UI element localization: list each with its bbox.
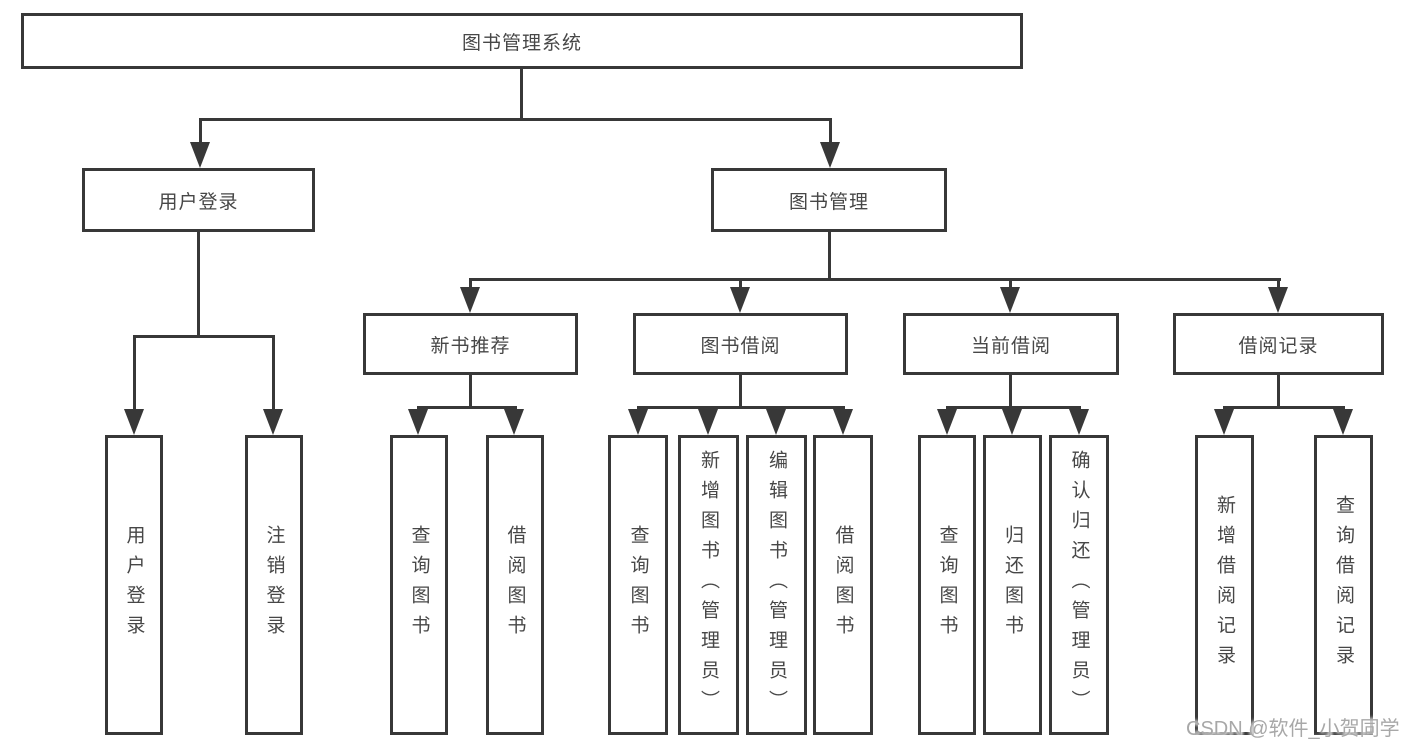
arrow-down-icon: [263, 409, 283, 435]
node-label: 当前借阅: [970, 335, 1051, 357]
connector-line: [272, 337, 275, 411]
arrow-down-icon: [766, 409, 786, 435]
arrow-down-icon: [124, 409, 144, 435]
node-book-borrow: 图书借阅: [633, 313, 848, 375]
connector-line: [739, 280, 742, 290]
arrow-down-icon: [190, 142, 210, 168]
node-user-login: 用户登录: [82, 168, 315, 232]
arrow-down-icon: [1214, 409, 1234, 435]
node-label: 图书借阅: [700, 335, 781, 357]
node-leaf-query-borrow-record: 查询借阅记录: [1314, 435, 1373, 735]
node-label: 确认归还（管理员）: [1068, 450, 1090, 720]
node-leaf-query-book-2: 查询图书: [608, 435, 668, 735]
arrow-down-icon: [937, 409, 957, 435]
connector-line: [1223, 406, 1345, 409]
connector-line: [469, 278, 1281, 281]
connector-line: [417, 406, 517, 409]
node-label: 借阅图书: [832, 525, 854, 645]
node-label: 编辑图书（管理员）: [766, 450, 787, 720]
node-label: 用户登录: [158, 191, 239, 213]
connector-line: [199, 118, 832, 121]
node-label: 新增借阅记录: [1214, 495, 1235, 675]
arrow-down-icon: [1002, 409, 1022, 435]
connector-line: [133, 335, 275, 338]
connector-line: [199, 120, 202, 146]
arrow-down-icon: [833, 409, 853, 435]
node-label: 用户登录: [123, 525, 145, 645]
node-borrow-records: 借阅记录: [1173, 313, 1384, 375]
arrow-down-icon: [1333, 409, 1353, 435]
node-leaf-user-login: 用户登录: [105, 435, 163, 735]
node-label: 查询图书: [408, 525, 430, 645]
connector-line: [946, 406, 1081, 409]
node-leaf-borrow-book-1: 借阅图书: [486, 435, 544, 735]
node-leaf-add-borrow-record: 新增借阅记录: [1195, 435, 1254, 735]
node-label: 查询借阅记录: [1333, 495, 1354, 675]
connector-line: [133, 337, 136, 411]
connector-line: [739, 375, 742, 409]
connector-line: [1277, 375, 1280, 409]
arrow-down-icon: [698, 409, 718, 435]
node-current-borrow: 当前借阅: [903, 313, 1119, 375]
node-leaf-edit-book-admin: 编辑图书（管理员）: [746, 435, 807, 735]
arrow-down-icon: [1069, 409, 1089, 435]
node-leaf-return-book: 归还图书: [983, 435, 1042, 735]
node-book-management: 图书管理: [711, 168, 947, 232]
node-label: 借阅记录: [1238, 335, 1319, 357]
node-label: 新增图书（管理员）: [698, 450, 719, 720]
connector-line: [637, 406, 845, 409]
arrow-down-icon: [1268, 287, 1288, 313]
node-leaf-confirm-return-admin: 确认归还（管理员）: [1049, 435, 1109, 735]
arrow-down-icon: [504, 409, 524, 435]
node-label: 归还图书: [1002, 525, 1023, 645]
watermark: CSDN @软件_小贺同学: [1186, 718, 1400, 740]
connector-line: [1009, 375, 1012, 409]
arrow-down-icon: [1000, 287, 1020, 313]
node-leaf-logout: 注销登录: [245, 435, 303, 735]
connector-line: [469, 375, 472, 409]
node-label: 注销登录: [263, 525, 285, 645]
node-label: 借阅图书: [504, 525, 526, 645]
node-label: 新书推荐: [430, 335, 511, 357]
connector-line: [829, 120, 832, 146]
node-label: 图书管理系统: [461, 32, 582, 54]
node-label: 查询图书: [936, 525, 958, 645]
arrow-down-icon: [408, 409, 428, 435]
node-leaf-add-book-admin: 新增图书（管理员）: [678, 435, 739, 735]
node-label: 图书管理: [788, 191, 869, 213]
connector-line: [828, 232, 831, 281]
arrow-down-icon: [628, 409, 648, 435]
connector-line: [469, 280, 472, 290]
node-root: 图书管理系统: [21, 13, 1023, 69]
arrow-down-icon: [820, 142, 840, 168]
node-label: 查询图书: [627, 525, 649, 645]
connector-line: [197, 232, 200, 338]
arrow-down-icon: [730, 287, 750, 313]
connector-line: [520, 69, 523, 120]
node-leaf-borrow-book-2: 借阅图书: [813, 435, 873, 735]
connector-line: [1277, 280, 1280, 290]
node-leaf-query-book-3: 查询图书: [918, 435, 976, 735]
node-leaf-query-book-1: 查询图书: [390, 435, 448, 735]
node-new-book-recommend: 新书推荐: [363, 313, 578, 375]
arrow-down-icon: [460, 287, 480, 313]
connector-line: [1009, 280, 1012, 290]
